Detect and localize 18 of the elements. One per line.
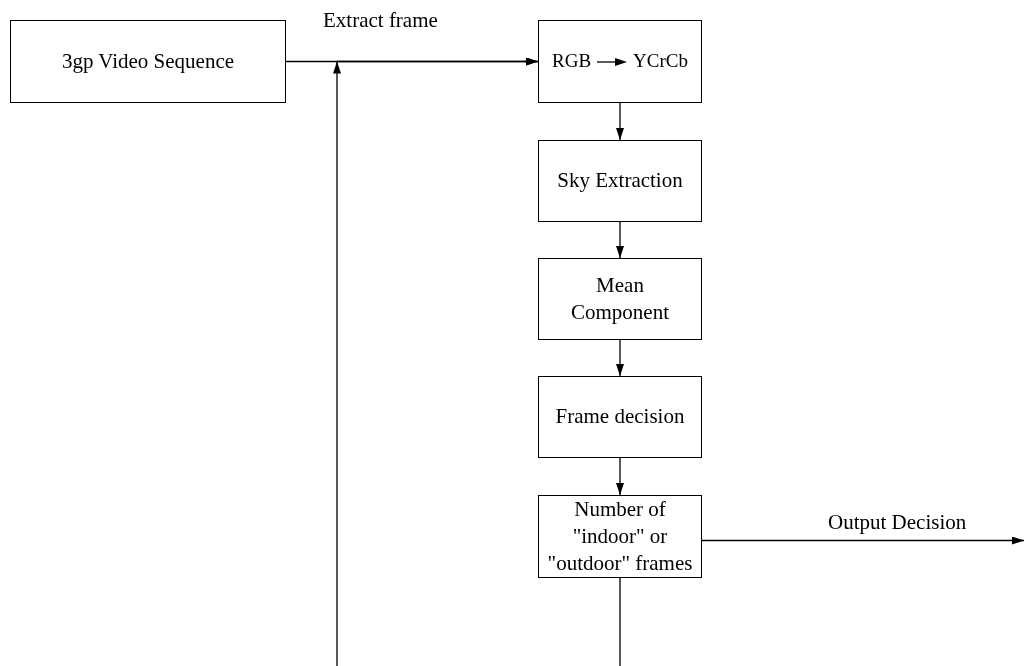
box-label: Number of "indoor" or "outdoor" frames — [546, 495, 694, 578]
box-label: 3gp Video Sequence — [61, 47, 235, 75]
process-box — [538, 140, 702, 222]
arrow — [701, 536, 1025, 545]
arrow — [616, 339, 624, 377]
box-label: YCrCb — [633, 49, 688, 74]
arrow — [616, 457, 624, 496]
process-box — [538, 20, 702, 103]
process-box — [538, 376, 702, 458]
arrow — [616, 102, 624, 141]
feedback-arrow — [333, 57, 621, 666]
process-box — [538, 258, 702, 340]
box-label: Mean Component — [570, 271, 670, 326]
arrow — [616, 221, 624, 259]
box-label: RGB — [552, 49, 592, 74]
process-box — [10, 20, 286, 103]
box-label: Sky Extraction — [556, 167, 684, 195]
box-label: Frame decision — [554, 403, 686, 431]
